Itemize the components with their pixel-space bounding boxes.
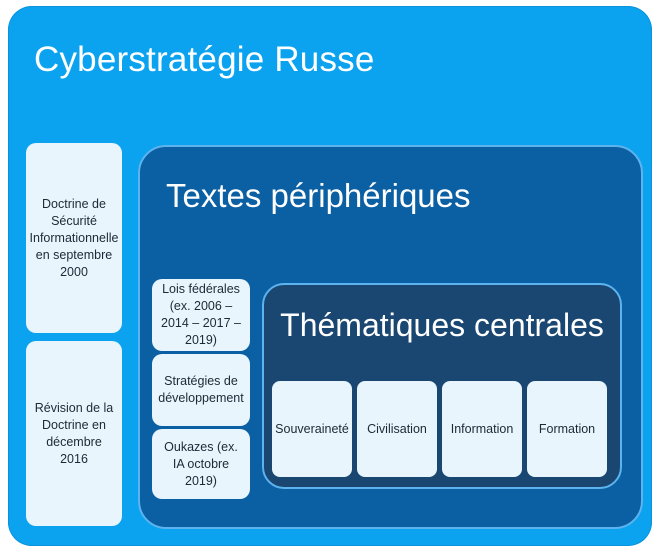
theme-civilisation: Civilisation [357,381,437,477]
federal-laws-box: Lois fédérales (ex. 2006 – 2014 – 2017 –… [152,279,250,351]
theme-souverainete: Souveraineté [272,381,352,477]
theme-formation: Formation [527,381,607,477]
doctrine-2000-box: Doctrine de Sécurité Informationnelle en… [26,143,122,333]
central-themes-title: Thématiques centrales [280,307,604,343]
central-themes-panel: Thématiques centrales Souveraineté Civil… [262,283,622,489]
peripheral-texts-panel: Textes périphériques Lois fédérales (ex.… [138,145,643,529]
peripheral-texts-title: Textes périphériques [166,177,471,214]
cyberstrategy-panel: Cyberstratégie Russe Doctrine de Sécurit… [8,6,652,546]
development-strategies-box: Stratégies de développement [152,354,250,426]
diagram-title: Cyberstratégie Russe [34,40,375,79]
doctrine-2016-box: Révision de la Doctrine en décembre 2016 [26,341,122,526]
oukazes-box: Oukazes (ex. IA octobre 2019) [152,429,250,499]
theme-information: Information [442,381,522,477]
